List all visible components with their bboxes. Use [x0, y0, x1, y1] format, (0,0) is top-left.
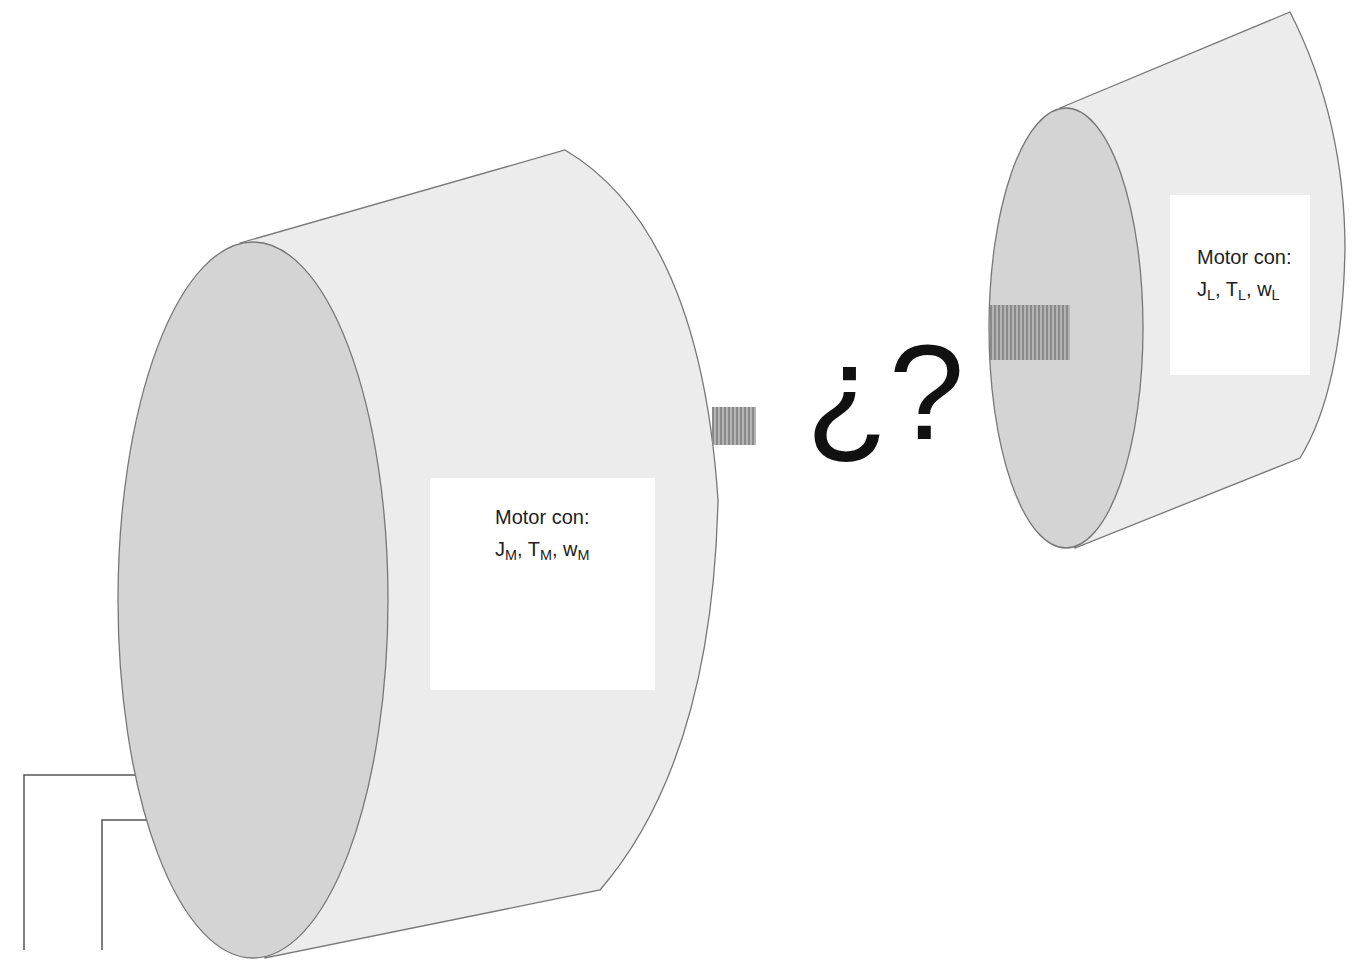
shaft-stripe — [719, 407, 720, 445]
shaft — [990, 305, 1070, 360]
shaft-stripe — [747, 407, 748, 445]
shaft-stripe — [755, 407, 756, 445]
shaft-stripe — [1037, 305, 1038, 360]
shaft — [712, 407, 756, 445]
shaft-stripe — [1069, 305, 1070, 360]
shaft-stripe — [993, 305, 994, 360]
shaft-stripe — [735, 407, 736, 445]
shaft-stripe — [723, 407, 724, 445]
cylinder-drawing — [985, 5, 1353, 565]
shaft-stripe — [1017, 305, 1018, 360]
shaft-stripe — [731, 407, 732, 445]
motor-cylinder: Motor con: JM, TM, wM — [110, 140, 760, 965]
motor-title: Motor con: — [495, 505, 589, 529]
motor-cylinder: Motor con: JL, TL, wL — [985, 5, 1353, 565]
motor-title: Motor con: — [1197, 245, 1291, 269]
shaft-stripe — [751, 407, 752, 445]
label-patch — [430, 478, 655, 690]
shaft-stripe — [1053, 305, 1054, 360]
motor-parameters: JM, TM, wM — [495, 537, 590, 561]
label-patch — [1170, 195, 1310, 375]
shaft-stripe — [1029, 305, 1030, 360]
motor-parameters: JL, TL, wL — [1197, 277, 1280, 301]
shaft-stripe — [1021, 305, 1022, 360]
shaft-stripe — [1001, 305, 1002, 360]
shaft-stripe — [1033, 305, 1034, 360]
shaft-stripe — [1045, 305, 1046, 360]
shaft-stripe — [1049, 305, 1050, 360]
shaft-stripe — [743, 407, 744, 445]
question-mark: ¿? — [806, 324, 965, 460]
shaft-stripe — [1009, 305, 1010, 360]
cylinder-drawing — [110, 140, 760, 965]
cylinder-face — [118, 242, 388, 958]
shaft-stripe — [1057, 305, 1058, 360]
shaft-stripe — [997, 305, 998, 360]
shaft-stripe — [1013, 305, 1014, 360]
shaft-stripe — [1005, 305, 1006, 360]
shaft-stripe — [727, 407, 728, 445]
shaft-stripe — [1041, 305, 1042, 360]
shaft-stripe — [1025, 305, 1026, 360]
shaft-stripe — [1061, 305, 1062, 360]
shaft-stripe — [739, 407, 740, 445]
cylinder-face — [989, 108, 1143, 548]
shaft-body — [990, 305, 1070, 360]
shaft-stripe — [715, 407, 716, 445]
shaft-stripe — [1065, 305, 1066, 360]
shaft-body — [712, 407, 756, 445]
